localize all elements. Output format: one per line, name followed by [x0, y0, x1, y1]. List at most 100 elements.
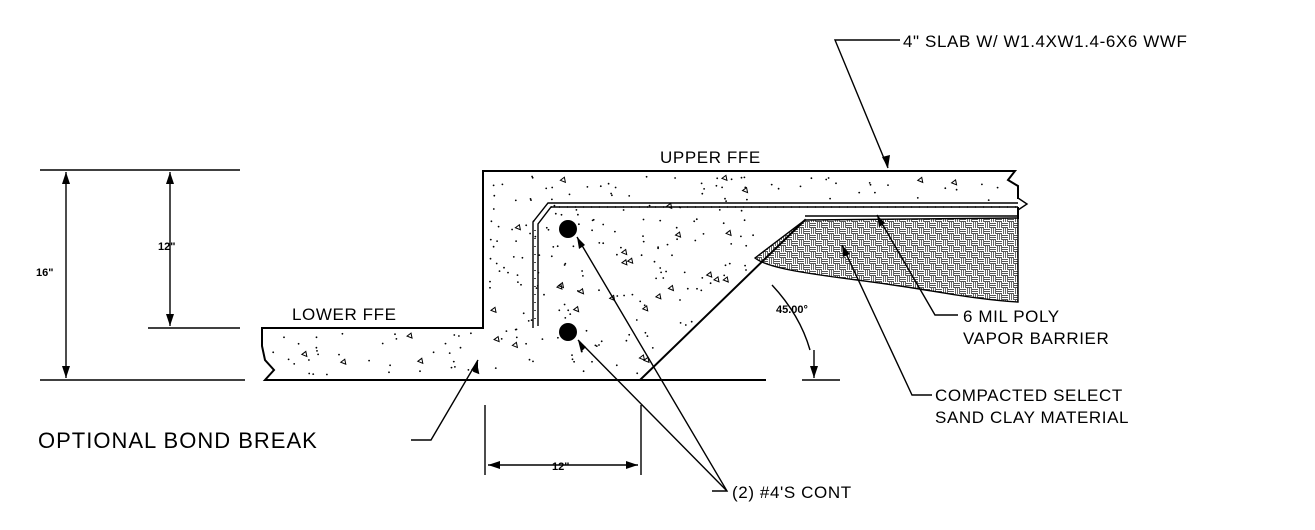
stipple-dot: [615, 364, 618, 367]
stipple-dot: [799, 185, 802, 188]
stipple-dot: [512, 256, 515, 258]
stipple-dot: [675, 226, 678, 229]
stipple-dot: [458, 335, 460, 337]
stipple-dot: [676, 238, 678, 241]
stipple-dot: [598, 242, 601, 244]
stipple-dot: [743, 219, 746, 222]
stipple-triangle: [642, 356, 650, 364]
stipple-dot: [639, 300, 642, 303]
stipple-dot: [679, 322, 682, 324]
stipple-dot: [543, 293, 545, 296]
stipple-triangle: [916, 176, 924, 184]
stipple-dot: [695, 218, 698, 221]
stipple-dot: [452, 360, 455, 363]
stipple-triangle: [511, 341, 519, 349]
stipple-dot: [724, 264, 727, 267]
stipple-dot: [293, 363, 296, 365]
stipple-dot: [308, 372, 311, 375]
stipple-dot: [454, 366, 456, 368]
stipple-triangle: [493, 335, 500, 343]
stipple-dot: [581, 270, 583, 272]
reinforcement: [532, 202, 1018, 328]
stipple-dot: [507, 271, 509, 274]
bond-break-label: OPTIONAL BOND BREAK: [38, 428, 318, 453]
stipple-dot: [315, 336, 318, 339]
stipple-dot: [577, 213, 579, 216]
stipple-dot: [312, 373, 315, 375]
stipple-dot: [916, 197, 919, 199]
stipple-dot: [571, 354, 573, 356]
stipple-dot: [602, 242, 605, 245]
stipple-dot: [718, 209, 721, 211]
stipple-dot: [659, 267, 662, 269]
stipple-dot: [679, 299, 681, 301]
stipple-dot: [394, 333, 396, 336]
stipple-dot: [696, 287, 698, 290]
stipple-dot: [368, 359, 370, 362]
stipple-dot: [520, 283, 522, 286]
stipple-dot: [529, 232, 531, 235]
stipple-dot: [467, 369, 470, 371]
stipple-dot: [651, 347, 654, 349]
stipple-dot: [575, 209, 578, 211]
stipple-dot: [459, 346, 462, 349]
stipple-dot: [505, 330, 508, 332]
stipple-triangle: [720, 174, 728, 182]
stipple-dot: [665, 270, 667, 273]
stipple-triangle: [620, 248, 628, 256]
stipple-dot: [835, 182, 837, 185]
stipple-dot: [514, 199, 517, 202]
rebar-top: [559, 220, 577, 238]
stipple-dot: [489, 238, 492, 241]
stipple-dot: [568, 193, 571, 196]
stipple-dot: [730, 243, 733, 245]
stipple-dot: [567, 309, 570, 312]
stipple-dot: [567, 230, 570, 233]
stipple-dot: [550, 255, 553, 258]
stipple-dot: [450, 366, 453, 369]
stipple-dot: [659, 219, 662, 222]
stipple-dot: [599, 185, 602, 188]
sand-clay-fill: [753, 217, 1019, 303]
stipple-dot: [740, 235, 742, 238]
dim-bottom-width: 12": [552, 461, 569, 473]
stipple-dot: [541, 338, 544, 340]
stipple-dot: [489, 257, 492, 260]
stipple-dot: [686, 287, 689, 290]
stipple-dot: [551, 186, 554, 189]
stipple-dot: [582, 370, 585, 373]
stipple-dot: [308, 359, 310, 361]
stipple-dot: [694, 239, 697, 242]
stipple-dot: [740, 209, 743, 212]
stipple-dot: [825, 178, 828, 181]
stipple-dot: [623, 294, 625, 297]
stipple-dot: [573, 360, 575, 363]
stipple-dot: [955, 188, 958, 191]
fill-label-line2: SAND CLAY MATERIAL: [935, 408, 1129, 427]
stipple-dot: [537, 271, 540, 274]
stipple-dot: [728, 262, 731, 265]
stipple-dot: [868, 182, 871, 184]
stipple-dot: [721, 186, 723, 189]
stipple-dot: [602, 223, 605, 226]
stipple-dot: [671, 254, 673, 257]
stipple-dot: [709, 282, 712, 285]
stipple-dot: [558, 309, 561, 312]
stipple-dot: [532, 360, 534, 363]
stipple-triangle: [725, 229, 732, 237]
stipple-dot: [614, 230, 616, 233]
rebar-label: (2) #4'S CONT: [732, 483, 852, 502]
stipple-dot: [702, 233, 705, 235]
stipple-dot: [492, 208, 495, 210]
stipple-dot: [563, 264, 566, 266]
stipple-triangle: [300, 350, 308, 358]
slab-note: 4" SLAB W/ W1.4XW1.4-6X6 WWF: [903, 32, 1188, 51]
stipple-dot: [595, 345, 598, 347]
stipple-dot: [493, 194, 496, 197]
stipple-triangle: [339, 358, 347, 366]
stipple-dot: [646, 335, 649, 337]
stipple-dot: [745, 244, 748, 247]
stipple-dot: [777, 187, 780, 190]
stipple-dot: [594, 344, 597, 347]
stipple-dot: [448, 352, 451, 354]
